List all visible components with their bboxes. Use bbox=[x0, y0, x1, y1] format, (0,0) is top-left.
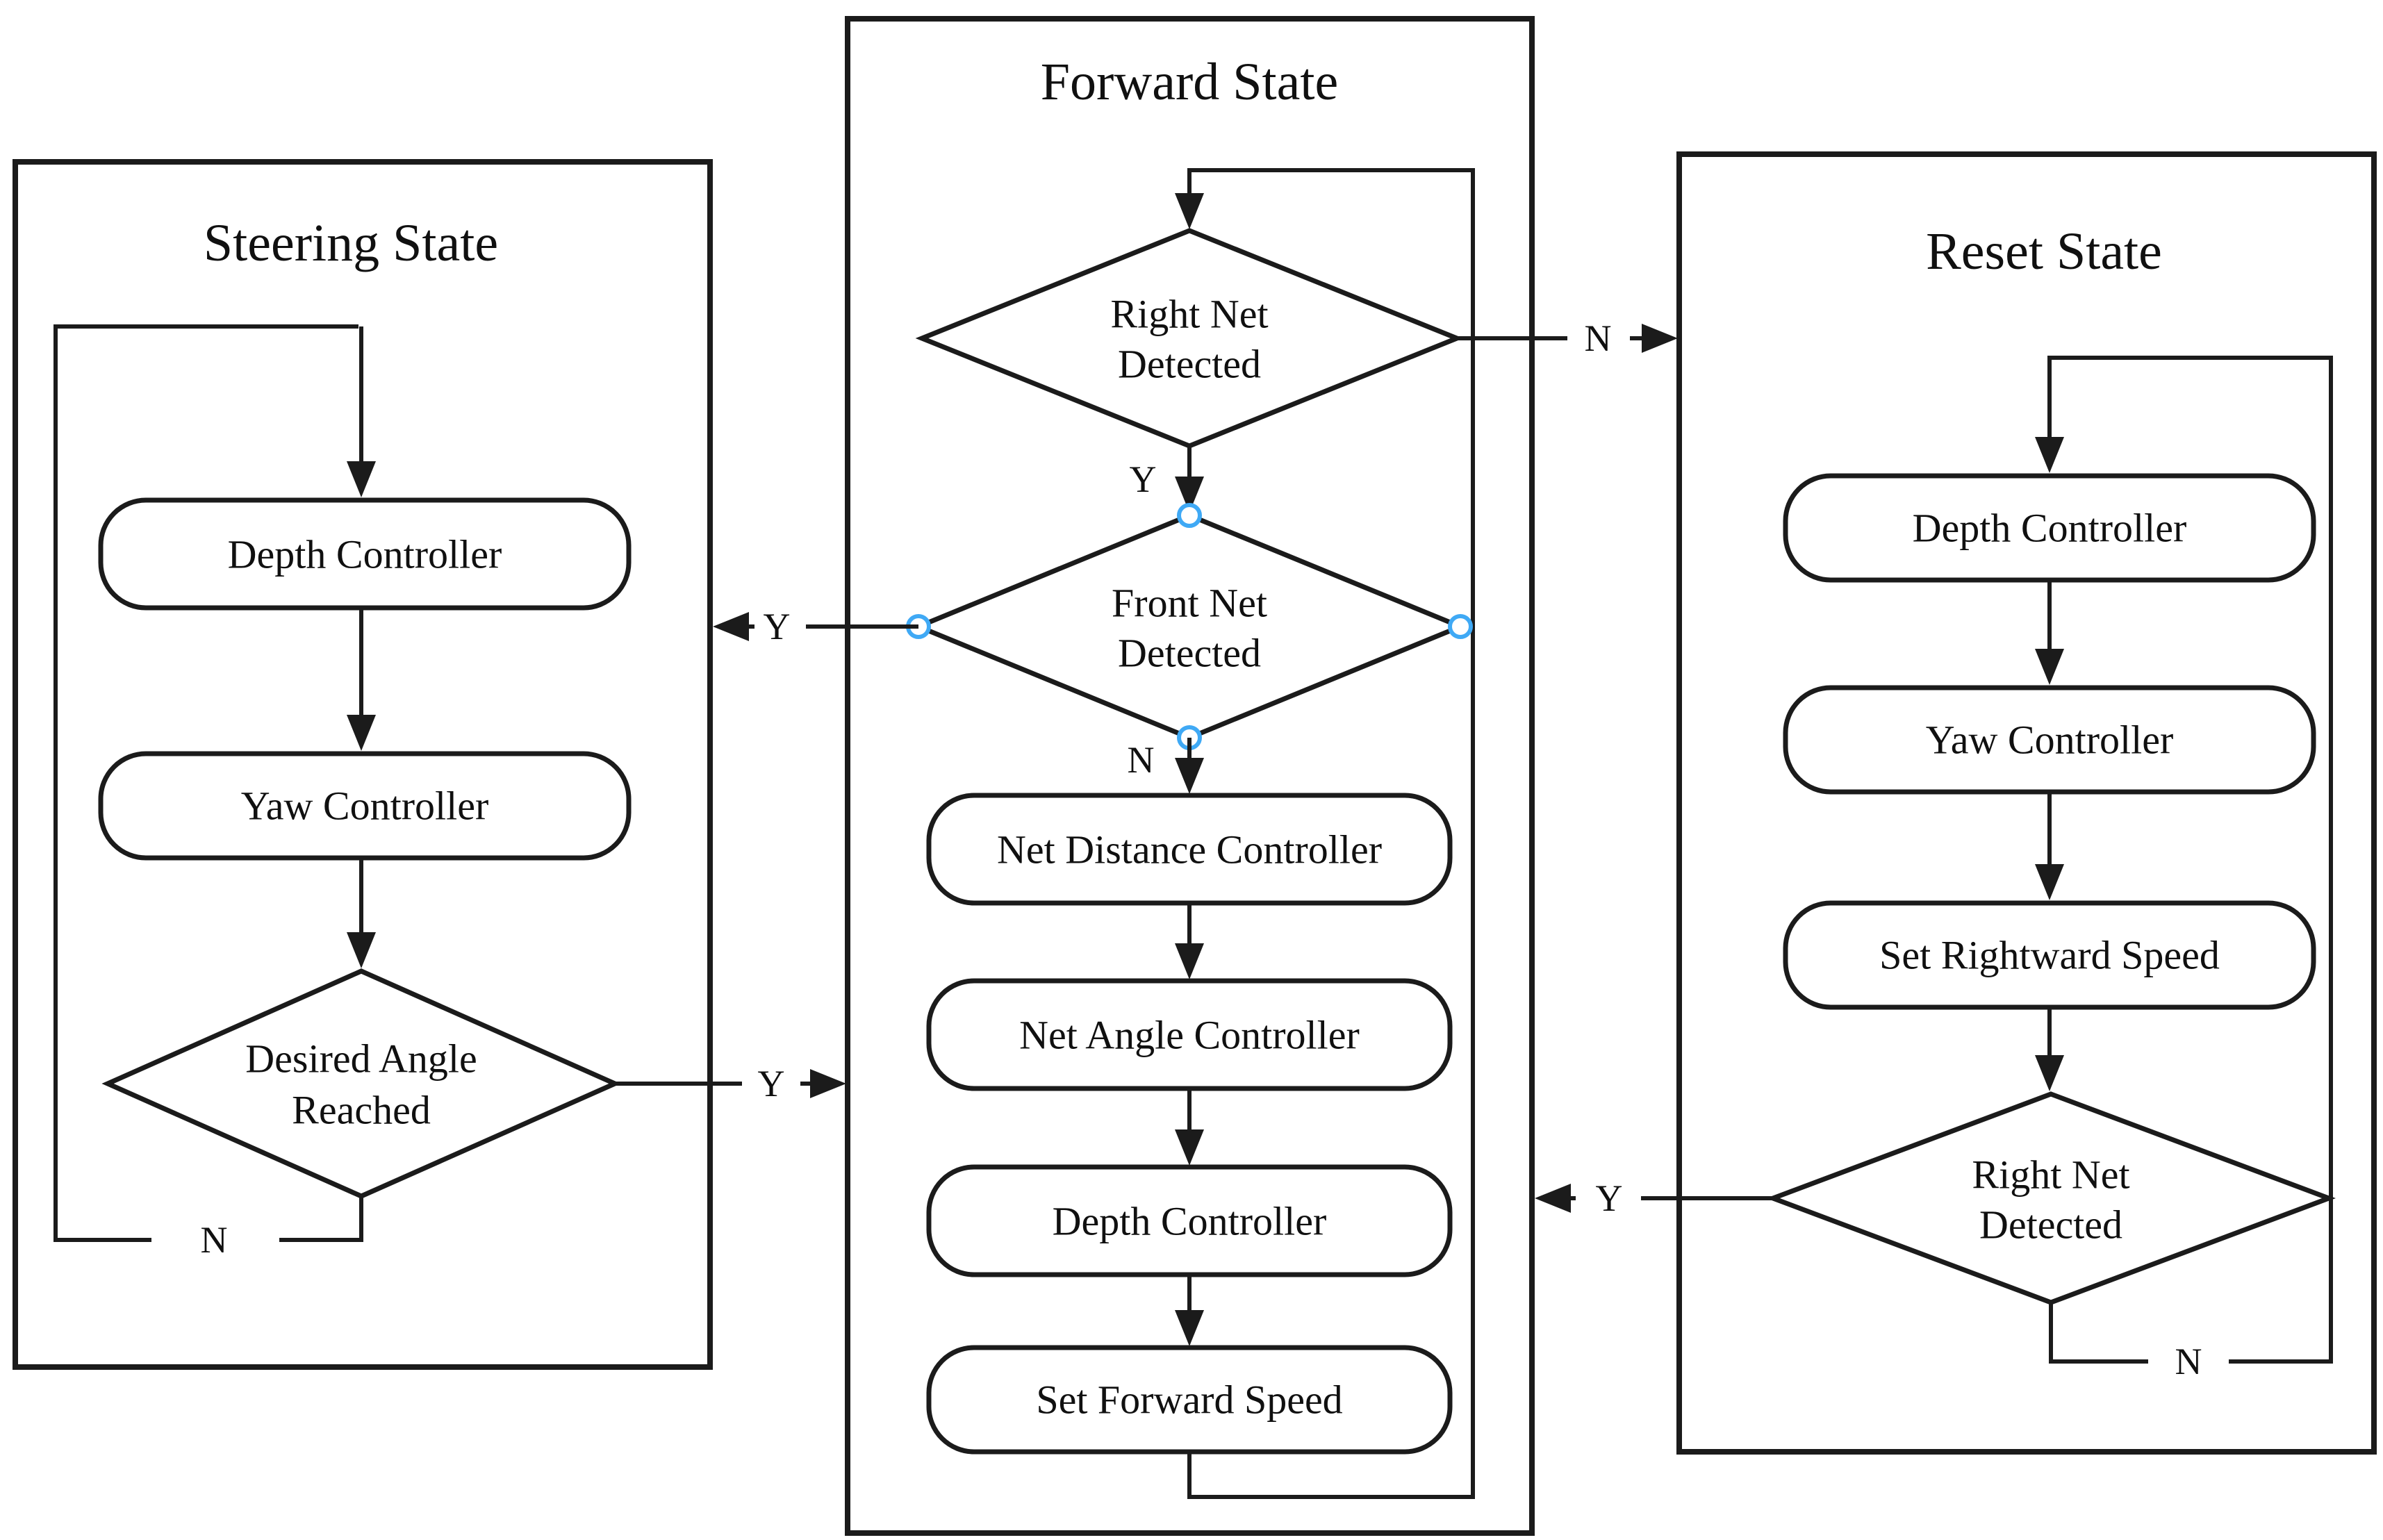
edge-reset-n-loop-b bbox=[2035, 356, 2333, 1364]
decision-front-net-detected bbox=[912, 513, 1467, 740]
process-steering-depth-controller bbox=[98, 497, 632, 611]
reset-right-net-line1: Right Net bbox=[1972, 1152, 2129, 1198]
connector-handle-right bbox=[1448, 614, 1473, 639]
process-steering-yaw-controller bbox=[98, 751, 632, 861]
forward-state-group: Forward State Right Net Detected N Y Fro… bbox=[713, 16, 1678, 1536]
steering-y-label: Y bbox=[758, 1063, 785, 1104]
front-net-line2: Detected bbox=[1118, 631, 1261, 676]
net-distance-controller-label: Net Distance Controller bbox=[997, 827, 1382, 872]
forward-state-container bbox=[845, 16, 1535, 1536]
forward-depth-controller-label: Depth Controller bbox=[1053, 1199, 1327, 1244]
frontnet-n-label: N bbox=[1128, 739, 1155, 781]
edge-forward-loop bbox=[1175, 168, 1475, 1499]
set-forward-speed-label: Set Forward Speed bbox=[1036, 1377, 1342, 1423]
desired-angle-reached-line1: Desired Angle bbox=[245, 1036, 477, 1082]
steering-state-group: Steering State N Depth Controller Yaw Co… bbox=[13, 159, 846, 1370]
net-angle-controller-label: Net Angle Controller bbox=[1019, 1013, 1360, 1058]
reset-right-net-line2: Detected bbox=[1979, 1202, 2122, 1248]
desired-angle-reached-line2: Reached bbox=[292, 1088, 431, 1133]
forward-right-net-line1: Right Net bbox=[1110, 292, 1268, 337]
reset-n-label: N bbox=[2175, 1341, 2202, 1382]
steering-depth-controller-label: Depth Controller bbox=[228, 532, 502, 577]
decision-reset-right-net-detected bbox=[1766, 1091, 2336, 1305]
connector-handle-top bbox=[1177, 503, 1202, 528]
reset-depth-controller-label: Depth Controller bbox=[1913, 506, 2187, 551]
frontnet-y-label: Y bbox=[764, 606, 791, 647]
forward-y-label: Y bbox=[1130, 458, 1157, 500]
edge-reset-n-loop-a bbox=[2049, 1302, 2148, 1364]
reset-state-group: Reset State N Depth Controller Yaw Contr… bbox=[1535, 151, 2377, 1455]
decision-desired-angle-reached bbox=[101, 968, 621, 1199]
forward-right-net-line2: Detected bbox=[1118, 342, 1261, 387]
decision-forward-right-net-detected bbox=[915, 228, 1464, 449]
set-rightward-speed-label: Set Rightward Speed bbox=[1879, 933, 2220, 978]
reset-state-container bbox=[1676, 151, 2377, 1455]
steering-n-label: N bbox=[201, 1219, 228, 1261]
process-set-forward-speed bbox=[926, 1345, 1453, 1455]
steering-yaw-controller-label: Yaw Controller bbox=[241, 784, 489, 829]
reset-state-title: Reset State bbox=[1926, 222, 2162, 281]
forward-state-title: Forward State bbox=[1041, 53, 1338, 111]
forward-n-label: N bbox=[1585, 317, 1612, 359]
front-net-line1: Front Net bbox=[1112, 581, 1267, 626]
steering-state-container bbox=[13, 159, 713, 1370]
reset-y-label: Y bbox=[1596, 1177, 1623, 1219]
steering-state-title: Steering State bbox=[204, 214, 498, 272]
reset-yaw-controller-label: Yaw Controller bbox=[1926, 718, 2174, 763]
edge-steering-n-loop-b bbox=[53, 324, 358, 1242]
edge-steering-n-loop-a bbox=[279, 1196, 363, 1242]
